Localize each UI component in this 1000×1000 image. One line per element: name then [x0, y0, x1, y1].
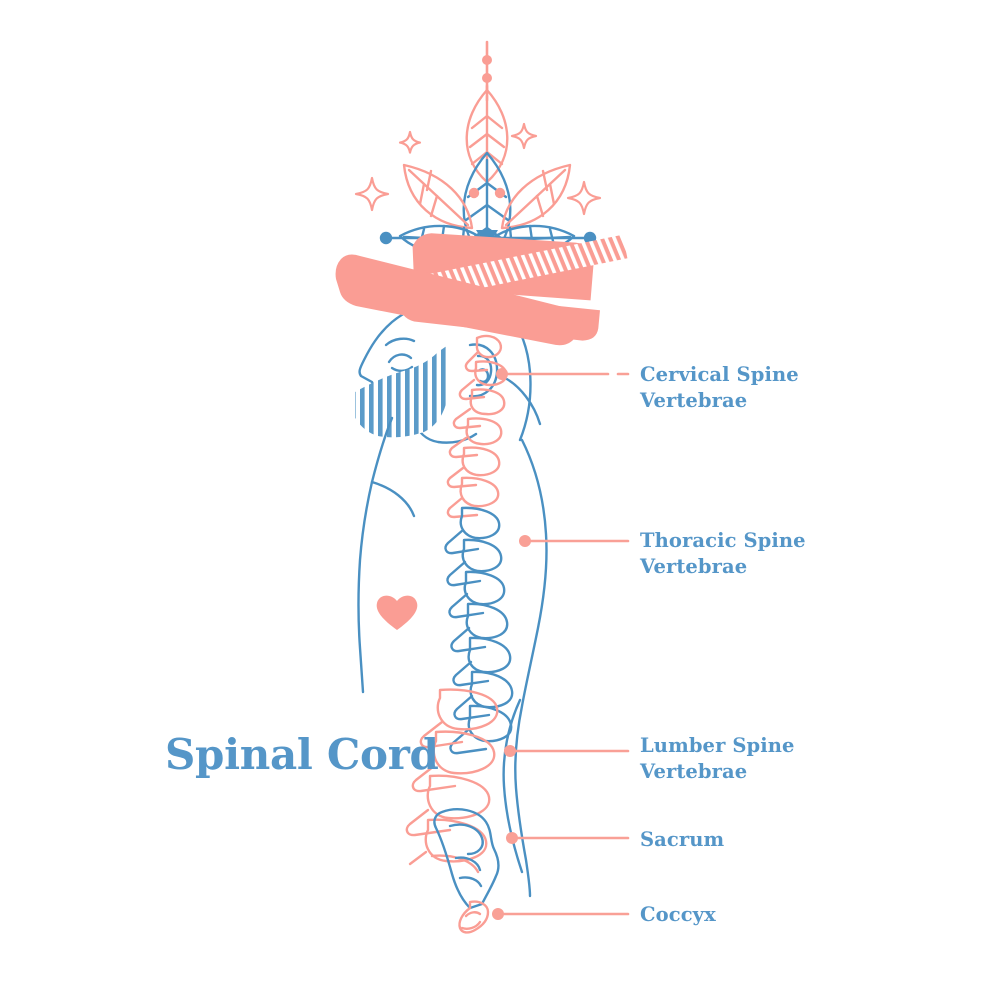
leader-dot-coccyx [492, 908, 504, 920]
cervical-vertebrae [446, 334, 508, 519]
leader-dot-thoracic [519, 535, 531, 547]
sparkle-icon [510, 122, 538, 150]
leader-dots [492, 368, 531, 920]
torso-outline [357, 376, 548, 898]
label-lumber-spine-vertebrae: Lumber Spine Vertebrae [640, 734, 795, 783]
leader-dot-sacrum [506, 832, 518, 844]
fedora-hat [335, 233, 628, 346]
thoracic-vertebrae [444, 506, 514, 755]
sparkle-icon [354, 176, 390, 212]
sparkle-icon [566, 180, 602, 216]
leader-lines [496, 372, 630, 916]
diagram-title: Spinal Cord [165, 730, 439, 779]
coccyx-bone [458, 900, 490, 934]
axis-dot-left [379, 231, 393, 245]
heart-icon [376, 595, 418, 630]
label-thoracic-spine-vertebrae: Thoracic Spine Vertebrae [640, 529, 806, 578]
leader-dot-lumber [504, 745, 516, 757]
sacrum-bone [433, 808, 500, 910]
leader-dot-cervical [496, 368, 508, 380]
sparkle-icon [398, 130, 422, 154]
label-cervical-spine-vertebrae: Cervical Spine Vertebrae [640, 363, 799, 412]
label-sacrum: Sacrum [640, 828, 725, 851]
label-coccyx: Coccyx [640, 903, 716, 926]
